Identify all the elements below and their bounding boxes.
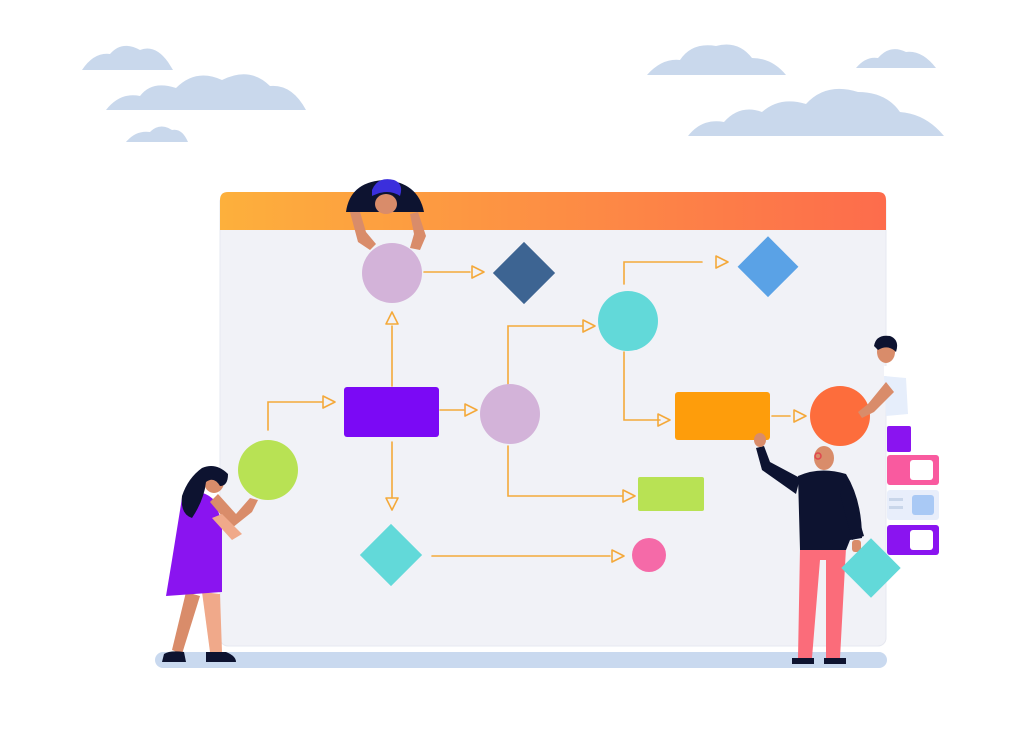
side-cards [887, 426, 939, 555]
lilac-circle-shape [362, 243, 422, 303]
hair [181, 466, 228, 518]
shoe [824, 658, 846, 664]
cloud-icon [647, 44, 786, 75]
arrow-icon [385, 497, 399, 511]
arrow-icon [385, 311, 399, 325]
arrow-icon [715, 255, 729, 269]
arrow-icon [582, 319, 596, 333]
glasses-icon [814, 452, 822, 460]
pink-card-inner [910, 460, 933, 480]
arm [210, 494, 258, 528]
clouds [82, 44, 944, 142]
arrow-icon [322, 395, 336, 409]
torso [884, 376, 908, 416]
dress [166, 492, 222, 596]
teal-diamond-shape [841, 538, 901, 598]
light-card-line [889, 506, 903, 509]
connector [623, 351, 661, 421]
lime-circle-shape [238, 440, 298, 500]
hair [874, 335, 898, 352]
hair [372, 179, 402, 196]
cloud-icon [106, 74, 306, 110]
person-top [346, 179, 426, 250]
arrow-icon [471, 265, 485, 279]
arm [858, 382, 894, 418]
person-right [858, 335, 908, 418]
cloud-icon [82, 45, 173, 70]
leg [798, 548, 846, 658]
arm [350, 212, 376, 250]
arm [840, 476, 864, 540]
connector [267, 401, 323, 431]
violet-card [887, 426, 911, 452]
teal-diamond-shape [359, 523, 423, 587]
head [814, 446, 834, 470]
arrow-icon [793, 409, 807, 423]
connectors [267, 261, 791, 557]
arrowheads [322, 255, 807, 563]
navy-diamond-shape [492, 241, 556, 305]
board-header [220, 192, 886, 230]
lilac-circle-shape [480, 384, 540, 444]
person-woman [162, 466, 258, 662]
arrow-icon [464, 403, 478, 417]
floor [155, 652, 887, 668]
connector [507, 445, 623, 497]
violet-card-inner [910, 530, 933, 550]
arm [410, 212, 426, 250]
head [375, 194, 397, 214]
lime-rectangle-shape [638, 477, 704, 511]
hand [754, 433, 766, 447]
leg [202, 592, 222, 652]
orange-rectangle-shape [675, 392, 770, 440]
person-man [754, 433, 901, 664]
light-card-line [889, 498, 903, 501]
shoe [792, 658, 814, 664]
teal-circle-shape [598, 291, 658, 351]
arrow-icon [657, 413, 671, 427]
leg [172, 592, 200, 654]
light-card-square [912, 495, 934, 515]
purple-rectangle-shape [344, 387, 439, 437]
orange-circle-shape [810, 386, 870, 446]
torso [884, 366, 894, 376]
arrow-icon [622, 489, 636, 503]
shoe [162, 651, 186, 662]
arm [212, 514, 242, 540]
arm [756, 446, 800, 494]
cloud-icon [126, 126, 188, 142]
cloud-icon [688, 88, 944, 136]
pink-circle-shape [632, 538, 666, 572]
cloud-icon [856, 49, 936, 68]
shoe [206, 652, 236, 662]
arrow-icon [611, 549, 625, 563]
connector [507, 325, 583, 385]
connector [623, 261, 703, 285]
hand [852, 540, 861, 552]
